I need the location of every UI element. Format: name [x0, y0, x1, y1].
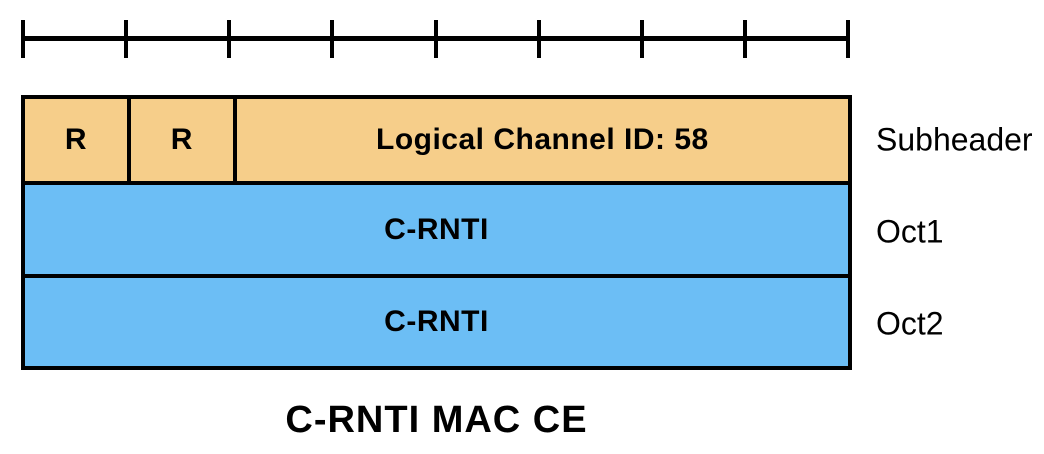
ruler-tick — [639, 20, 644, 58]
logical-channel-id-cell: Logical Channel ID: 58 — [376, 123, 709, 156]
ruler-tick — [742, 20, 747, 58]
ruler-tick — [536, 20, 541, 58]
ruler-tick — [21, 20, 25, 58]
oct2-side-label: Oct2 — [876, 305, 944, 342]
c-rnti-octet2-cell: C-RNTI — [384, 305, 489, 338]
ruler-tick — [433, 20, 438, 58]
subheader-row: R R Logical Channel ID: 58 — [25, 99, 848, 181]
octet2-row: C-RNTI — [25, 274, 848, 366]
oct1-side-label: Oct1 — [876, 213, 944, 250]
ruler-tick — [227, 20, 232, 58]
octet1-row: C-RNTI — [25, 181, 848, 274]
ruler-tick — [124, 20, 129, 58]
reserved-bit-cell-1: R — [25, 99, 131, 181]
diagram-title: C-RNTI MAC CE — [285, 399, 588, 441]
mac-ce-table: R R Logical Channel ID: 58 C-RNTI C-RNTI — [21, 95, 852, 370]
ruler-tick — [330, 20, 335, 58]
bit-ruler — [21, 20, 850, 58]
subheader-side-label: Subheader — [876, 121, 1033, 158]
c-rnti-octet1-cell: C-RNTI — [384, 212, 489, 246]
reserved-bit-cell-2: R — [131, 99, 237, 181]
ruler-tick — [846, 20, 850, 58]
